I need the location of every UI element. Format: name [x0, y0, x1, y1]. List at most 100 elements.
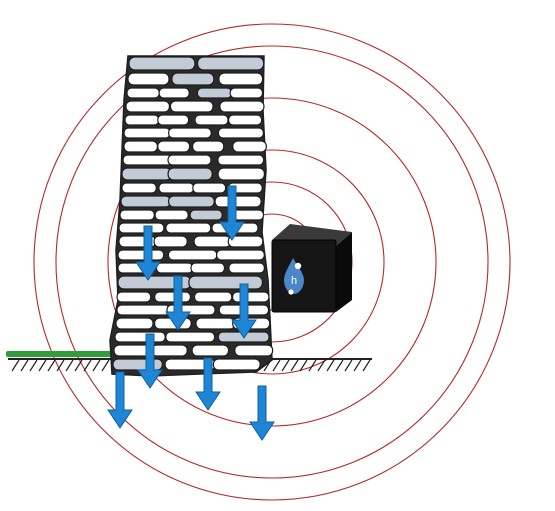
hatch-mark [11, 359, 20, 372]
down-arrow-icon [135, 225, 161, 281]
wall-stones [112, 56, 274, 371]
wall-stone [167, 154, 212, 166]
wall-stone [189, 209, 223, 221]
wall-stone [193, 235, 232, 248]
down-arrow-icon [219, 185, 245, 241]
wall-stone [121, 182, 157, 194]
hatch-mark [326, 359, 335, 372]
hatch-mark [29, 359, 38, 372]
hatch-mark [38, 359, 47, 372]
wave-ring [33, 23, 511, 501]
wall-stone [157, 114, 190, 126]
down-arrow-icon [249, 385, 275, 441]
hatch-mark [83, 359, 92, 372]
hatch-mark [101, 359, 110, 372]
down-arrow-icon [195, 357, 221, 411]
wall-stone [218, 72, 264, 86]
wall-stone [196, 87, 233, 99]
hatch-mark [290, 359, 299, 372]
wall-stone [124, 114, 160, 126]
wall-stone [118, 222, 165, 234]
hatch-mark [65, 359, 74, 372]
wall-stone [116, 304, 171, 316]
wall-stone [192, 182, 227, 194]
hatch-mark [74, 359, 83, 372]
wall-stone [151, 344, 188, 357]
down-arrow-icon [231, 283, 257, 339]
wall-stone [191, 344, 230, 357]
wall-stone [195, 317, 236, 330]
wall-stone [212, 358, 261, 371]
hatch-mark [299, 359, 308, 372]
wall-stone [214, 195, 262, 208]
wall-stone [167, 249, 218, 261]
wall-stone [154, 291, 191, 303]
wall-stone [116, 291, 152, 303]
wall-stone [216, 249, 265, 261]
hatch-mark [92, 359, 101, 372]
wall-stone [232, 291, 270, 303]
wall-stone [114, 331, 166, 343]
wall-stone [168, 127, 212, 139]
wall-stone [153, 235, 188, 248]
wall-stone [228, 262, 265, 274]
hatch-mark [281, 359, 290, 372]
wall-stone [112, 358, 163, 371]
device-front-face [271, 239, 337, 313]
wall-stone [229, 87, 264, 99]
wall-stone [168, 195, 215, 208]
hatch-mark [335, 359, 344, 372]
wall-stone [119, 209, 155, 221]
hatch-mark [308, 359, 317, 372]
wall-stone [117, 249, 165, 261]
wall-stone [120, 195, 172, 208]
wall-stone [217, 154, 265, 166]
hatch-mark [362, 359, 371, 372]
wall-stone [122, 154, 173, 166]
hatch-mark [56, 359, 65, 372]
hatch-mark [317, 359, 326, 372]
sensor-box-icon: h [271, 224, 352, 313]
hatch-mark [20, 359, 29, 372]
hatch-mark [344, 359, 353, 372]
device-label: h [291, 275, 297, 287]
wall-stone [158, 87, 190, 99]
wall-stone [155, 262, 194, 274]
wall-stone [232, 140, 267, 153]
wall-stone [128, 56, 196, 71]
grass-strip [6, 351, 118, 357]
wave-ring [55, 45, 489, 479]
signal-waves [33, 23, 511, 501]
wall-stone [157, 140, 191, 153]
wall-stone [193, 291, 233, 303]
wall-stone [219, 100, 265, 113]
wall-stone [121, 167, 173, 181]
wall-stone [127, 72, 170, 86]
wall-stone [217, 127, 264, 139]
wall-stone [115, 317, 154, 330]
wave-ring [107, 97, 437, 427]
wall-stone [192, 140, 225, 153]
wall-stone [194, 114, 229, 126]
water-drop-icon [284, 258, 304, 295]
wall-stone [126, 87, 160, 99]
wall-stone [234, 344, 274, 357]
wall-stone [123, 140, 159, 153]
wall-stone [169, 100, 214, 113]
drop-highlight [294, 262, 302, 270]
wall-stone [188, 275, 263, 290]
device-side-face [336, 232, 352, 312]
wall-stone [154, 209, 189, 221]
hatch-mark [272, 359, 281, 372]
wall-stone [228, 114, 263, 126]
wall-stone [165, 222, 212, 234]
wall-stone [227, 235, 264, 248]
water-flow-arrows [107, 185, 275, 441]
wall-stone [171, 72, 215, 86]
wall-stone [125, 100, 171, 113]
wall-stone [123, 127, 171, 139]
hatch-mark [353, 359, 362, 372]
wall-stone [217, 167, 266, 181]
